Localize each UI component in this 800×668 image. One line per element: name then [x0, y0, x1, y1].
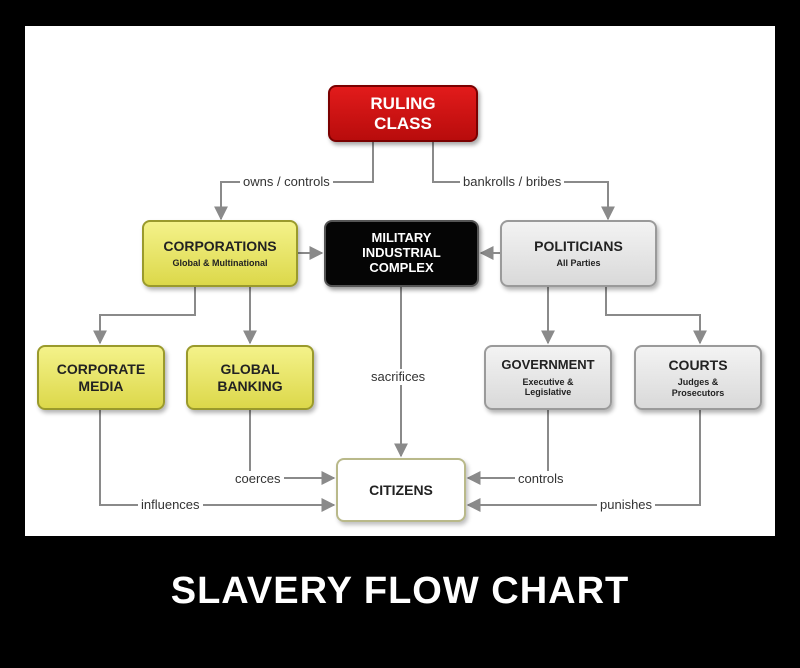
edge-label-bankrolls-bribes: bankrolls / bribes	[460, 174, 565, 190]
node-corporate-media: CORPORATE MEDIA	[37, 345, 165, 410]
node-courts: COURTS Judges & Prosecutors	[634, 345, 762, 410]
edge-corporations-to-media	[93, 287, 196, 345]
node-corporate-media-title: CORPORATE MEDIA	[56, 361, 146, 394]
node-courts-title: COURTS	[668, 357, 728, 374]
edge-label-punishes: punishes	[597, 497, 656, 513]
node-corporations-title: CORPORATIONS	[163, 238, 277, 255]
node-courts-sub: Judges & Prosecutors	[671, 377, 725, 398]
edge-label-coerces: coerces	[232, 471, 284, 487]
node-citizens-title: CITIZENS	[369, 481, 433, 498]
edge-label-sacrifices: sacrifices	[368, 369, 429, 385]
node-ruling-class: RULING CLASS	[328, 85, 478, 142]
node-ruling-class-title: RULING CLASS	[370, 93, 436, 133]
edge-label-influences: influences	[138, 497, 203, 513]
edge-banking-to-citizens	[249, 410, 336, 485]
edge-media-to-citizens	[99, 410, 336, 512]
edge-label-controls: controls	[515, 471, 567, 487]
edge-label-owns-controls: owns / controls	[240, 174, 333, 190]
node-politicians: POLITICIANS All Parties	[500, 220, 657, 287]
node-global-banking-title: GLOBAL BANKING	[217, 361, 283, 394]
edge-politicians-to-courts	[605, 287, 707, 345]
node-military-industrial-complex: MILITARY INDUSTRIAL COMPLEX	[324, 220, 479, 287]
node-politicians-sub: All Parties	[556, 258, 601, 269]
node-mic-title: MILITARY INDUSTRIAL COMPLEX	[362, 230, 441, 275]
node-government-sub: Executive & Legislative	[522, 376, 574, 397]
node-citizens: CITIZENS	[336, 458, 466, 522]
node-corporations-sub: Global & Multinational	[172, 258, 268, 269]
node-government: GOVERNMENT Executive & Legislative	[484, 345, 612, 410]
node-global-banking: GLOBAL BANKING	[186, 345, 314, 410]
caption: SLAVERY FLOW CHART	[170, 570, 630, 612]
node-corporations: CORPORATIONS Global & Multinational	[142, 220, 298, 287]
node-government-title: GOVERNMENT	[501, 356, 595, 372]
edge-courts-to-citizens	[466, 410, 701, 512]
node-politicians-title: POLITICIANS	[534, 238, 623, 255]
edge-government-to-citizens	[466, 410, 549, 485]
